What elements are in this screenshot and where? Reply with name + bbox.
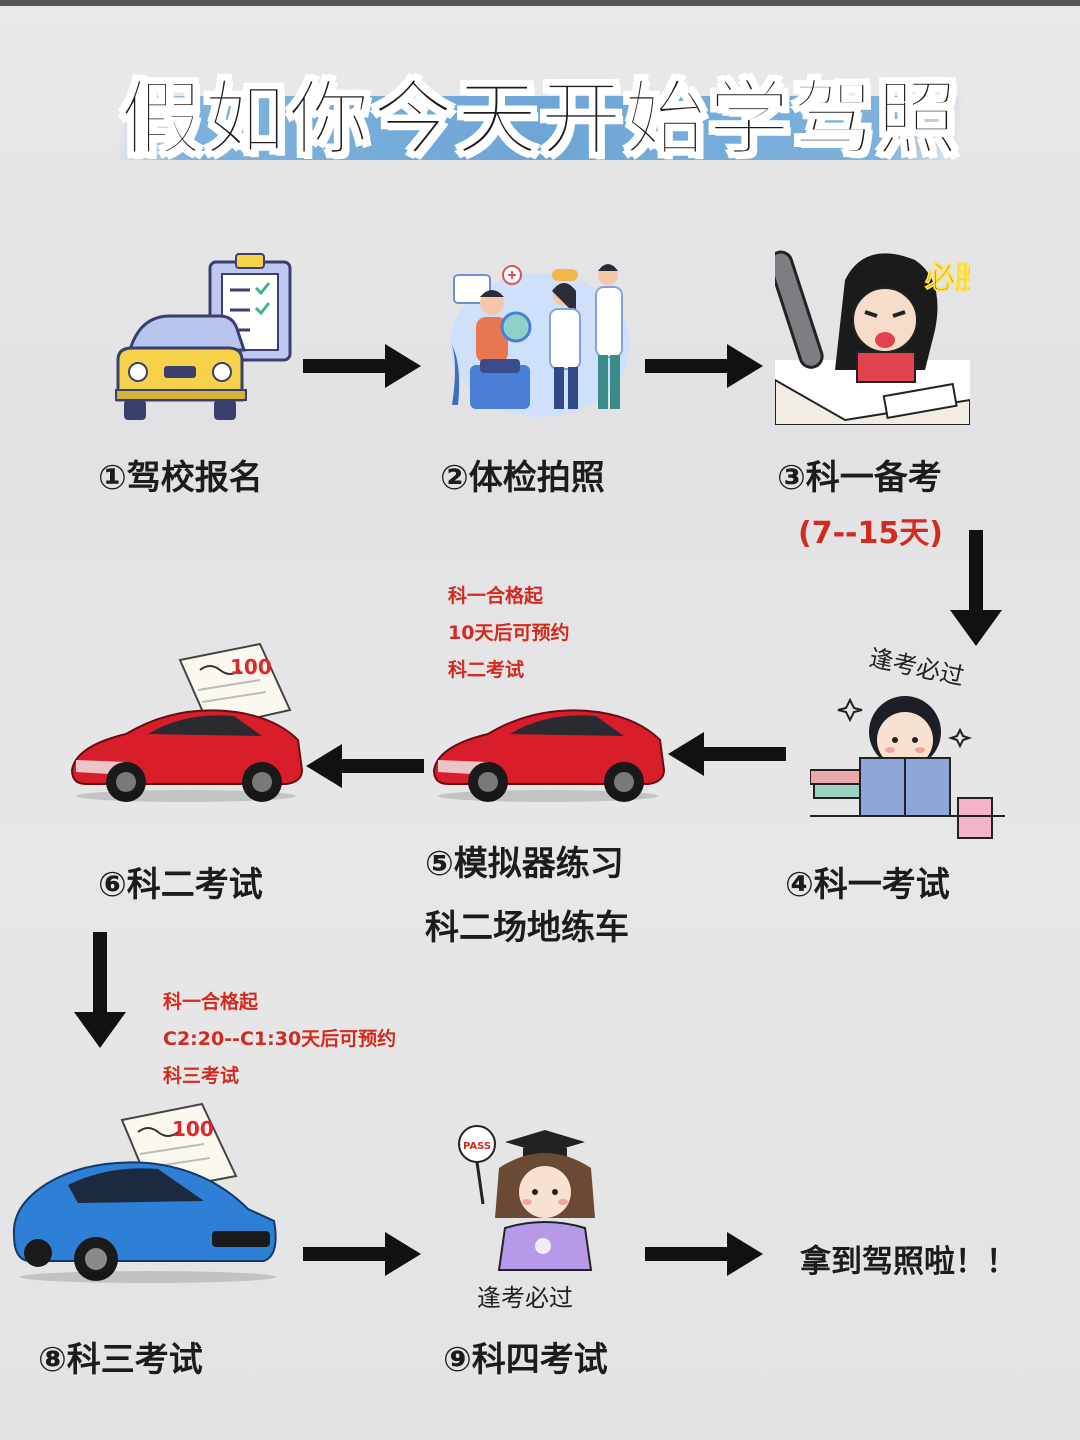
arrow-right-2-3: [645, 340, 765, 392]
arrow-right-1-2: [303, 340, 423, 392]
red-sports-car-illustration-6: [66, 700, 306, 804]
red-sports-car-illustration-5: [428, 700, 668, 804]
note-1-line-1: 科一合格起: [448, 578, 569, 615]
step-6-label: ⑥科二考试: [98, 857, 263, 906]
arrow-right-9-final: [645, 1228, 765, 1280]
fengkao-bibiguo-text-9: 逢考必过: [477, 1284, 573, 1312]
graduate-girl-illustration: PASS 逢考必过: [455, 1120, 615, 1320]
arrow-down-6-8: [72, 932, 128, 1050]
fengkao-bibiguo-text: 逢考必过: [867, 644, 967, 691]
final-label: 拿到驾照啦！！: [800, 1236, 1017, 1281]
step-3-label: ③科一备考: [777, 450, 942, 499]
page-title: 假如你今天开始学驾照: [0, 52, 1080, 171]
arrow-down-3-4: [948, 530, 1004, 648]
pass-sign-text: PASS: [463, 1141, 491, 1152]
determined-student-illustration: 必胜: [775, 240, 970, 425]
note-1-line-3: 科二考试: [448, 652, 569, 689]
step-5-label-line-1: ⑤模拟器练习: [425, 836, 624, 885]
step-9-label: ⑨科四考试: [443, 1332, 608, 1381]
arrow-left-4-5: [668, 728, 786, 780]
step-5-label-line-2: 科二场地练车: [425, 900, 629, 949]
medical-checkup-illustration: [440, 255, 635, 425]
step-3-duration: (7--15天): [798, 508, 943, 552]
note-2-line-1: 科一合格起: [163, 984, 396, 1021]
top-border: [0, 0, 1080, 6]
note-kemu3-booking: 科一合格起 C2:20--C1:30天后可预约 科三考试: [163, 984, 396, 1095]
arrow-right-8-9: [303, 1228, 423, 1280]
note-1-line-2: 10天后可预约: [448, 615, 569, 652]
step-8-label: ⑧科三考试: [38, 1332, 203, 1381]
step-2-label: ②体检拍照: [440, 450, 605, 499]
score-100-text-8: 100: [172, 1117, 214, 1141]
note-2-line-2: C2:20--C1:30天后可预约: [163, 1021, 396, 1058]
bisheng-text: 必胜: [925, 261, 970, 296]
note-kemu2-booking: 科一合格起 10天后可预约 科二考试: [448, 578, 569, 689]
arrow-left-5-6: [306, 740, 424, 792]
blue-sports-car-illustration: [8, 1155, 280, 1285]
taxi-clipboard-illustration: [110, 250, 300, 430]
note-2-line-3: 科三考试: [163, 1058, 396, 1095]
reading-student-illustration: 逢考必过: [810, 640, 1005, 840]
score-100-text-6: 100: [230, 655, 272, 679]
step-4-label: ④科一考试: [785, 857, 950, 906]
step-1-label: ①驾校报名: [98, 450, 263, 499]
